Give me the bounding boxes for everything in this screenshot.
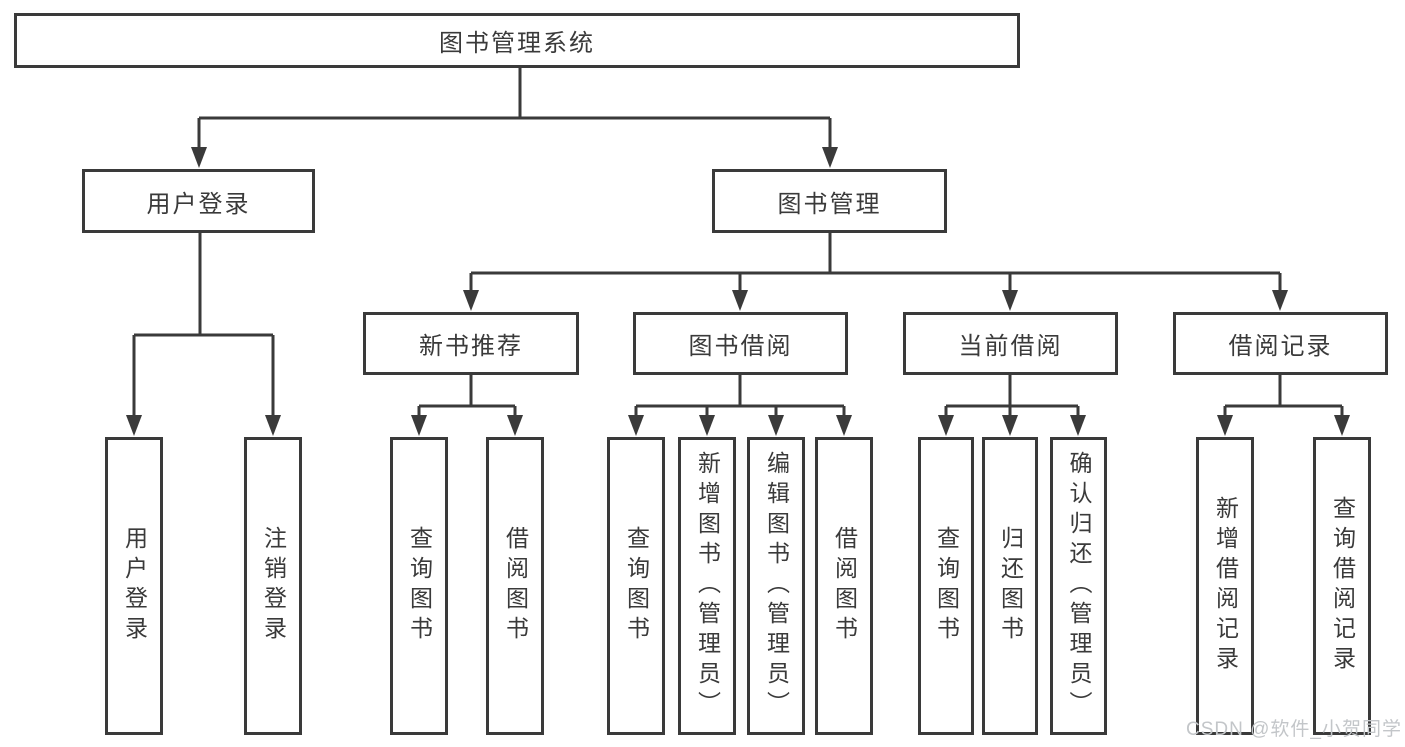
node-book-management: 图书管理 (712, 169, 947, 233)
arrow-icon (126, 415, 142, 436)
leaf-borrow-query-book: 查询图书 (607, 437, 665, 735)
connector-borrow-record-branch (1223, 375, 1344, 419)
arrow-icon (191, 147, 207, 168)
leaf-user-login: 用户登录 (105, 437, 163, 735)
leaf-record-add-borrow-record: 新增借阅记录 (1196, 437, 1254, 735)
leaf-borrow-add-book-admin: 新增图书（管理员） (678, 437, 736, 735)
node-new-book-recommend: 新书推荐 (363, 312, 579, 375)
leaf-logout: 注销登录 (244, 437, 302, 735)
leaf-record-query-borrow-record: 查询借阅记录 (1313, 437, 1371, 735)
leaf-current-return-book: 归还图书 (982, 437, 1038, 735)
connector-book-management-branch (469, 233, 1282, 294)
leaf-borrow-borrow-book: 借阅图书 (815, 437, 873, 735)
csdn-watermark: CSDN @软件_小贺同学 (1186, 719, 1402, 740)
connector-root-to-level2 (197, 68, 832, 150)
arrow-icon (768, 415, 784, 436)
arrow-icon (699, 415, 715, 436)
connector-book-borrow-branch (634, 375, 846, 419)
arrow-icon (836, 415, 852, 436)
leaf-newbook-borrow-book: 借阅图书 (486, 437, 544, 735)
arrow-icon (1334, 415, 1350, 436)
arrow-icon (628, 415, 644, 436)
arrow-icon (732, 290, 748, 311)
arrow-icon (822, 147, 838, 168)
arrow-icon (411, 415, 427, 436)
node-borrow-record: 借阅记录 (1173, 312, 1388, 375)
arrow-icon (507, 415, 523, 436)
leaf-borrow-edit-book-admin: 编辑图书（管理员） (747, 437, 805, 735)
arrow-icon (1002, 415, 1018, 436)
arrow-icon (1002, 290, 1018, 311)
arrowheads (126, 147, 1350, 436)
arrow-icon (1272, 290, 1288, 311)
connector-user-login-branch (132, 233, 275, 418)
leaf-current-confirm-return-admin: 确认归还（管理员） (1050, 437, 1107, 735)
node-root-system: 图书管理系统 (14, 13, 1020, 68)
leaf-current-query-book: 查询图书 (918, 437, 974, 735)
leaf-newbook-query-book: 查询图书 (390, 437, 448, 735)
arrow-icon (938, 415, 954, 436)
node-book-borrow: 图书借阅 (633, 312, 848, 375)
arrow-icon (1070, 415, 1086, 436)
connector-new-book-branch (417, 375, 517, 419)
connector-current-borrow-branch (944, 375, 1080, 419)
node-user-login: 用户登录 (82, 169, 315, 233)
node-current-borrow: 当前借阅 (903, 312, 1118, 375)
arrow-icon (265, 415, 281, 436)
arrow-icon (1217, 415, 1233, 436)
arrow-icon (463, 290, 479, 311)
